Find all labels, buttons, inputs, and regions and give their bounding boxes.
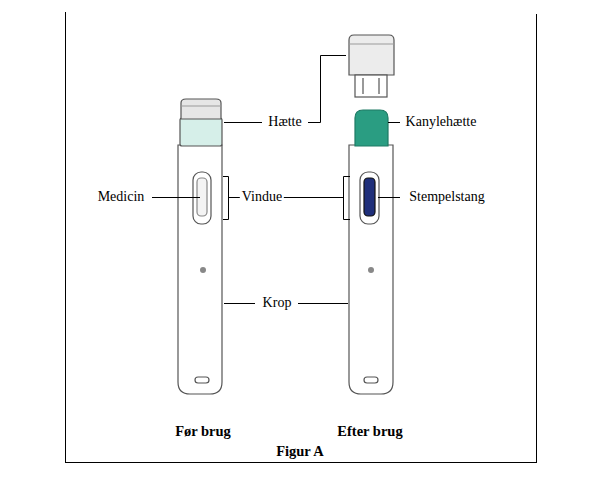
state-label: Før brug xyxy=(173,424,233,440)
frame xyxy=(65,12,537,463)
state-label: Efter brug xyxy=(335,424,404,440)
part-label: Kanylehætte xyxy=(404,114,479,129)
part-label: Krop xyxy=(261,295,294,310)
part-label: Medicin xyxy=(96,189,147,204)
figure-caption: Figur A xyxy=(274,444,326,460)
leader-lines xyxy=(152,56,400,304)
pen-after xyxy=(349,35,394,394)
part-label: Hætte xyxy=(266,114,303,129)
pen-before xyxy=(178,99,222,394)
part-label: Stempelstang xyxy=(407,189,486,204)
part-label: Vindue xyxy=(240,189,284,204)
